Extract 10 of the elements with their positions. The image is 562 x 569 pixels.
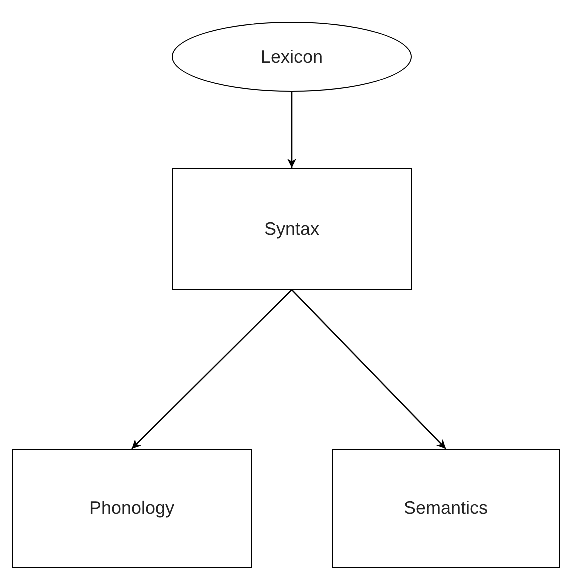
- arrow: [287, 92, 297, 168]
- process-box: [332, 449, 560, 568]
- node-label: Syntax: [264, 218, 320, 241]
- arrow: [132, 290, 292, 450]
- process-box: [172, 168, 412, 290]
- process-box: [12, 449, 252, 568]
- node-label: Phonology: [89, 497, 175, 520]
- arrow: [292, 290, 446, 450]
- node-label: Semantics: [404, 497, 488, 520]
- node-label: Lexicon: [260, 46, 324, 68]
